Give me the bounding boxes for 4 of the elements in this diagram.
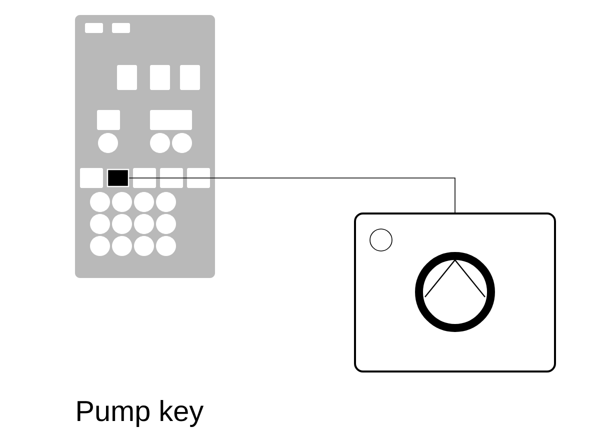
key-closeup-box	[354, 212, 556, 372]
leader-line	[128, 178, 456, 213]
pump-key	[106, 168, 130, 188]
caption-text: Pump key	[78, 400, 204, 427]
